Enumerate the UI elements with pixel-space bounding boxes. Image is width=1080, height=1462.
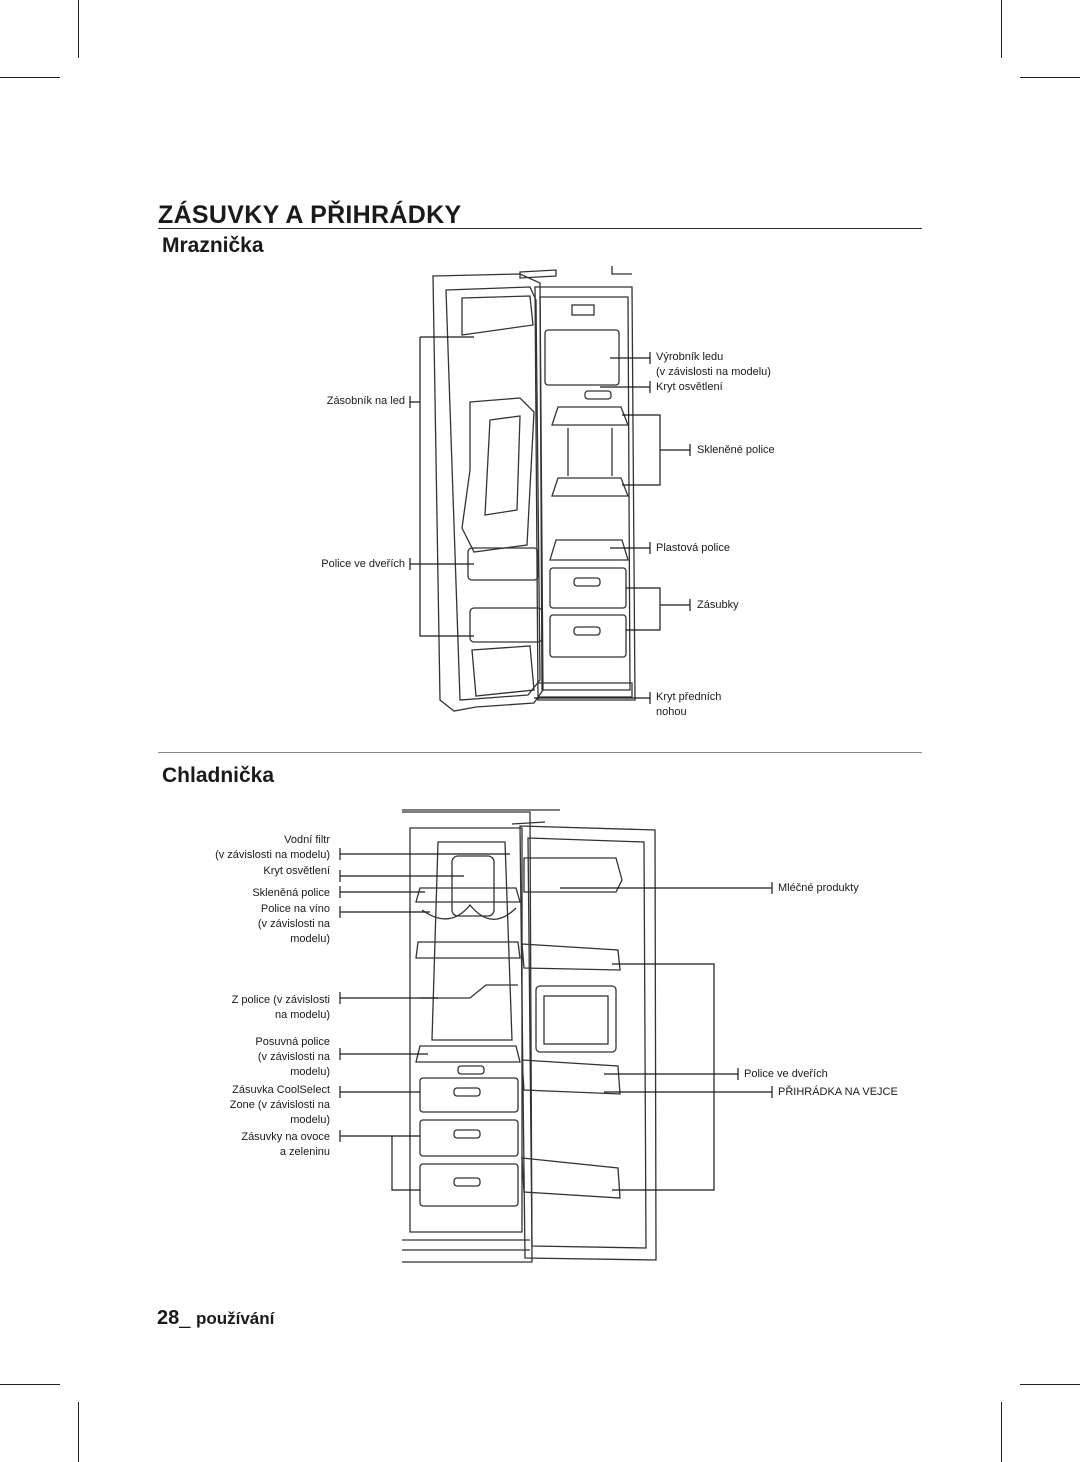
dispenser-panel	[535, 985, 617, 1053]
freezer-title: Mraznička	[162, 234, 264, 257]
label-freezer-light-cover: Kryt osvětlení	[656, 381, 723, 393]
coolselect-drawer	[419, 1077, 519, 1113]
glass-shelf-upper	[551, 406, 629, 426]
label-fridge-glass-shelf: Skleněná police	[252, 887, 330, 899]
door-shelf-fridge-upper	[521, 943, 621, 971]
label-fridge-door-shelves: Police ve dveřích	[744, 1068, 828, 1080]
label-drawers: Zásubky	[697, 599, 739, 611]
z-shelf	[420, 984, 518, 999]
crisper-drawer-lower	[419, 1163, 519, 1207]
plastic-shelf	[549, 539, 629, 561]
fridge-door	[519, 825, 657, 1261]
fridge-title: Chladnička	[162, 764, 275, 787]
freezer-door-inner	[445, 286, 541, 701]
footer-section: používání	[195, 1309, 275, 1328]
section-divider	[158, 752, 922, 753]
crop-mark-tl-v	[78, 0, 79, 58]
foot-cover	[538, 682, 633, 698]
title-rule	[158, 228, 922, 229]
water-filter-housing	[431, 841, 513, 1041]
sliding-shelf	[415, 1045, 521, 1063]
label-glass-shelves: Skleněné police	[697, 444, 775, 456]
label-egg-tray: PŘIHRÁDKA NA VEJCE	[778, 1086, 898, 1098]
glass-shelf-lower	[551, 477, 629, 497]
footer-separator: _	[179, 1307, 196, 1329]
page-title: ZÁSUVKY A PŘIHRÁDKY	[158, 201, 462, 229]
label-ice-maker: Výrobník ledu(v závislosti na modelu)	[656, 351, 771, 378]
crop-mark-bl-h	[0, 1384, 60, 1385]
page-number: 28	[157, 1307, 180, 1329]
label-plastic-shelf: Plastová police	[656, 542, 730, 554]
fridge-glass-shelf	[415, 887, 521, 903]
dairy-compartment	[523, 857, 623, 893]
page-footer: 28_ používání	[157, 1307, 274, 1330]
freezer-cabinet	[534, 286, 636, 701]
egg-tray	[521, 1059, 621, 1095]
crop-mark-tr-v	[1001, 0, 1002, 58]
freezer-drawer-lower	[549, 614, 627, 658]
label-freezer-door-shelves: Police ve dveřích	[321, 558, 405, 570]
crop-mark-tl-h	[0, 77, 60, 78]
crop-mark-tr-h	[1020, 77, 1080, 78]
crisper-drawer-upper	[419, 1119, 519, 1157]
label-ice-bucket: Zásobník na led	[326, 395, 405, 407]
door-shelf-fridge-lower	[521, 1157, 621, 1199]
fridge-cabinet	[402, 811, 533, 1263]
label-fridge-light-cover: Kryt osvětlení	[263, 865, 330, 877]
crop-mark-br-h	[1020, 1384, 1080, 1385]
label-dairy: Mléčné produkty	[778, 882, 859, 894]
crop-mark-br-v	[1001, 1402, 1002, 1462]
label-water-filter: Vodní filtr(v závislosti na modelu)	[215, 834, 330, 861]
crop-mark-bl-v	[78, 1402, 79, 1462]
wine-shelf	[421, 903, 517, 920]
ice-bucket	[461, 295, 534, 336]
